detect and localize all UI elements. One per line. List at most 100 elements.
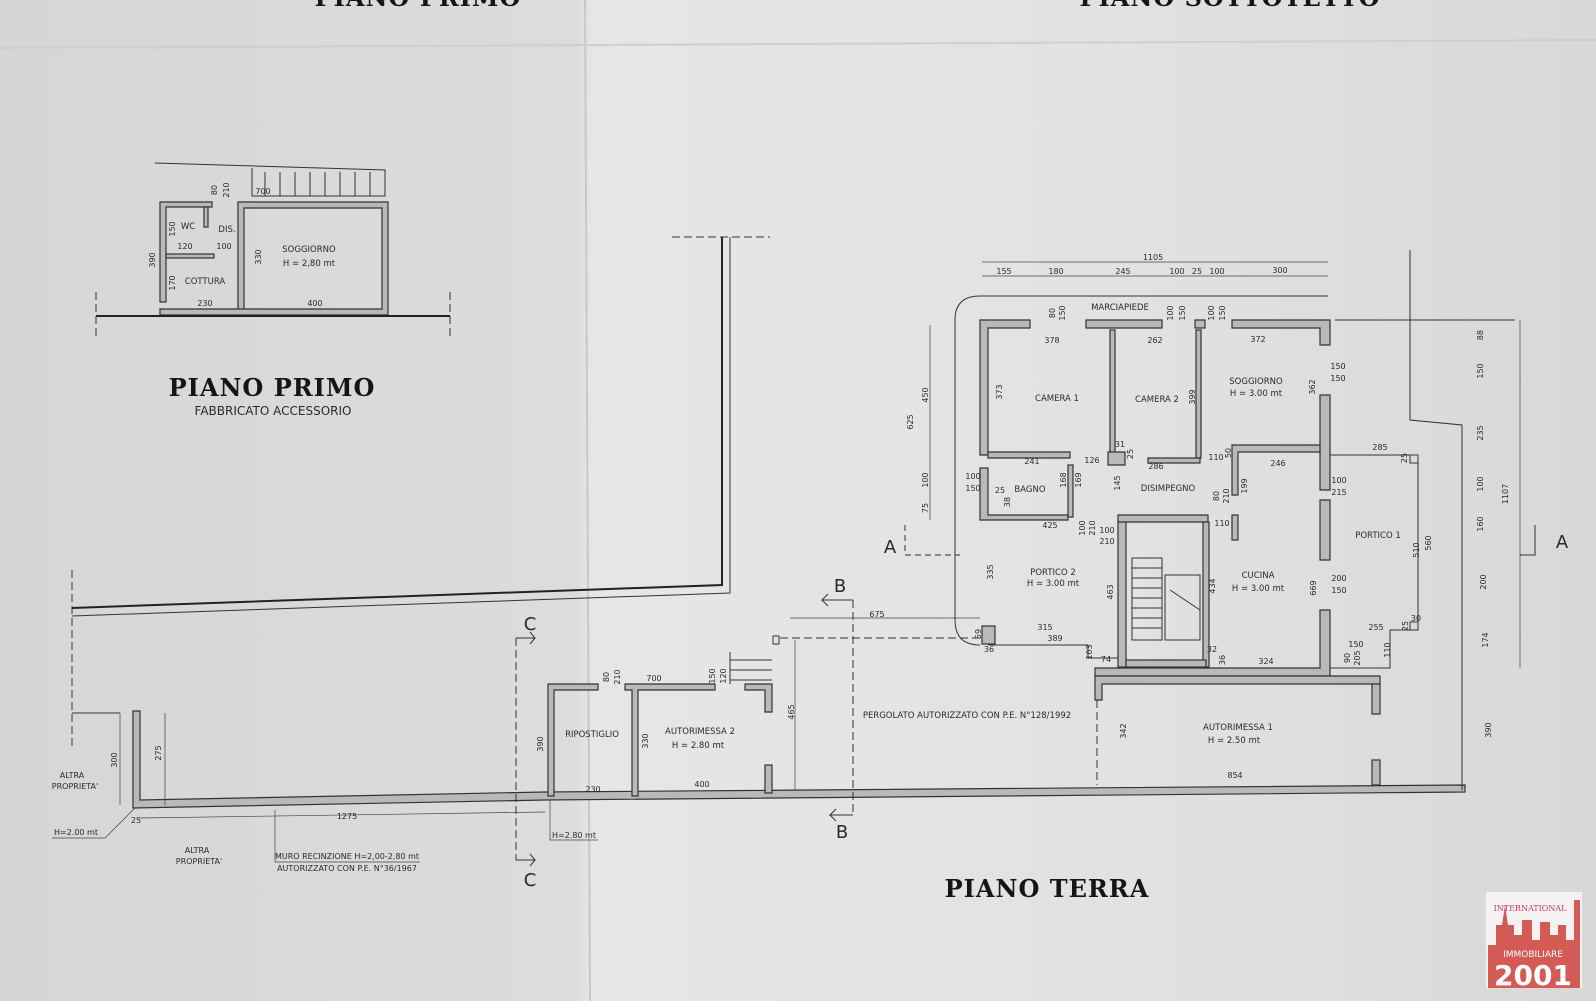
room-ripostiglio: RIPOSTIGLIO (565, 730, 619, 740)
dim-label: 324 (1258, 657, 1273, 666)
room-disimpegno: DISIMPEGNO (1141, 484, 1196, 494)
dim-label: 255 (1368, 623, 1383, 632)
dim-label: 625 (906, 414, 915, 429)
dim-label: 80 (1212, 491, 1221, 501)
dim-label: 145 (1113, 475, 1122, 490)
dim-label: 88 (1476, 330, 1485, 340)
room-portico-1: PORTICO 1 (1355, 531, 1401, 541)
room-height: H = 2,80 mt (283, 259, 336, 269)
room-wc: WC (181, 222, 195, 232)
dim-label: 25 (1192, 267, 1202, 276)
dim-label: 275 (154, 745, 163, 760)
dim-label: 262 (1147, 336, 1162, 345)
dim-label: 400 (694, 780, 709, 789)
room-pergolato: PERGOLATO AUTORIZZATO CON P.E. N°128/199… (863, 711, 1071, 721)
dim-label: 150 (708, 668, 717, 683)
dim-label: 155 (996, 267, 1011, 276)
dim-label: 126 (1084, 456, 1099, 465)
note-altra-proprieta: ALTRA (185, 846, 210, 855)
room-camera-1: CAMERA 1 (1035, 394, 1079, 404)
room-cucina: CUCINA (1242, 571, 1275, 581)
dim-label: 25 (995, 486, 1005, 495)
dim-label: 100 (1209, 267, 1224, 276)
dim-label: 30 (1411, 614, 1421, 623)
dim-label: 315 (1037, 623, 1052, 632)
note-altra-proprieta: PROPRIETA' (176, 857, 222, 866)
dim-label: 463 (1106, 584, 1115, 599)
dim-label: 59 (974, 629, 983, 639)
dim-label: 669 (1309, 580, 1318, 595)
dim-label: 100 (1331, 476, 1346, 485)
dim-label: 1275 (337, 812, 357, 821)
section-label-b: B (836, 822, 848, 843)
dim-label: 378 (1044, 336, 1059, 345)
dim-label: 25 (1401, 621, 1410, 631)
dim-label: 100 (1476, 476, 1485, 491)
dim-label: 300 (110, 752, 119, 767)
dim-label: 100 (1169, 267, 1184, 276)
room-autorimessa-2: AUTORIMESSA 2 (665, 727, 735, 737)
dim-label: 200 (1479, 574, 1488, 589)
dim-label: 210 (1099, 537, 1114, 546)
dim-label: 210 (1222, 488, 1231, 503)
dim-label: 241 (1024, 457, 1039, 466)
section-markers: C C B B A A (515, 525, 1569, 891)
dim-label: 180 (1048, 267, 1063, 276)
dim-label: 168 (1059, 472, 1068, 487)
dim-label: 330 (641, 733, 650, 748)
dim-label: 373 (995, 384, 1004, 399)
dim-label: 700 (646, 674, 661, 683)
section-label-c: C (524, 870, 537, 891)
dim-label: 389 (1047, 634, 1062, 643)
dim-label: 372 (1250, 335, 1265, 344)
dim-label: 25 (1400, 453, 1409, 463)
dim-label: 390 (1484, 722, 1493, 737)
dim-label: 450 (921, 387, 930, 402)
dim-label: 199 (1240, 478, 1249, 493)
dim-label: 169 (1074, 472, 1083, 487)
dim-label: 150 (1330, 362, 1345, 371)
dim-label: 80 (602, 672, 611, 682)
dim-label: 235 (1476, 425, 1485, 440)
dim-label: 434 (1208, 578, 1217, 593)
section-label-a: A (884, 537, 897, 558)
paper-fold (584, 0, 591, 1001)
dim-label: 90 (1343, 653, 1352, 663)
dim-label: 399 (1188, 389, 1197, 404)
dim-label: 170 (168, 275, 177, 290)
dim-label: 110 (1208, 453, 1223, 462)
dim-label: 342 (1119, 723, 1128, 738)
dim-label: 210 (1088, 520, 1097, 535)
house-dimensions: 80 150 100 150 100 150 378 262 372 373 3… (787, 305, 1510, 780)
dim-label: 31 (1115, 440, 1125, 449)
dim-label: 100 (965, 472, 980, 481)
room-cottura: COTTURA (185, 277, 226, 287)
dim-label: 110 (1383, 642, 1392, 657)
dim-label: 25 (131, 816, 141, 825)
room-portico-2: PORTICO 2 (1030, 568, 1076, 578)
dim-label: 300 (1272, 266, 1287, 275)
dim-label: 425 (1042, 521, 1057, 530)
dim-label: 150 (1178, 305, 1187, 320)
note-muro-recinzione: MURO RECINZIONE H=2,00-2,80 mt (275, 852, 419, 861)
dim-label: 36 (1218, 655, 1227, 665)
paper-fold (0, 39, 1596, 49)
dim-label: 854 (1227, 771, 1242, 780)
note-authorization: AUTORIZZATO CON P.E. N°36/1967 (277, 864, 417, 873)
top-dimensions: 1105 155 180 245 100 25 100 300 (996, 253, 1287, 276)
room-soggiorno: SOGGIORNO (1229, 377, 1283, 387)
dim-label: 80 (210, 185, 219, 195)
dim-label: 25 (1126, 449, 1135, 459)
note-wall-height: H=2.00 mt (54, 828, 98, 837)
dim-label: 100 (1166, 305, 1175, 320)
dim-label: 210 (222, 182, 231, 197)
section-label-a: A (1556, 532, 1569, 553)
room-height: H = 3.00 mt (1230, 389, 1283, 399)
dim-label: 100 (1207, 305, 1216, 320)
dim-label: 150 (1058, 305, 1067, 320)
room-height: H = 2.80 mt (672, 741, 725, 751)
garage-dimensions: 80 210 700 150 120 330 390 230 400 (536, 668, 728, 794)
room-height: H = 3.00 mt (1232, 584, 1285, 594)
dim-label: 100 (921, 472, 930, 487)
